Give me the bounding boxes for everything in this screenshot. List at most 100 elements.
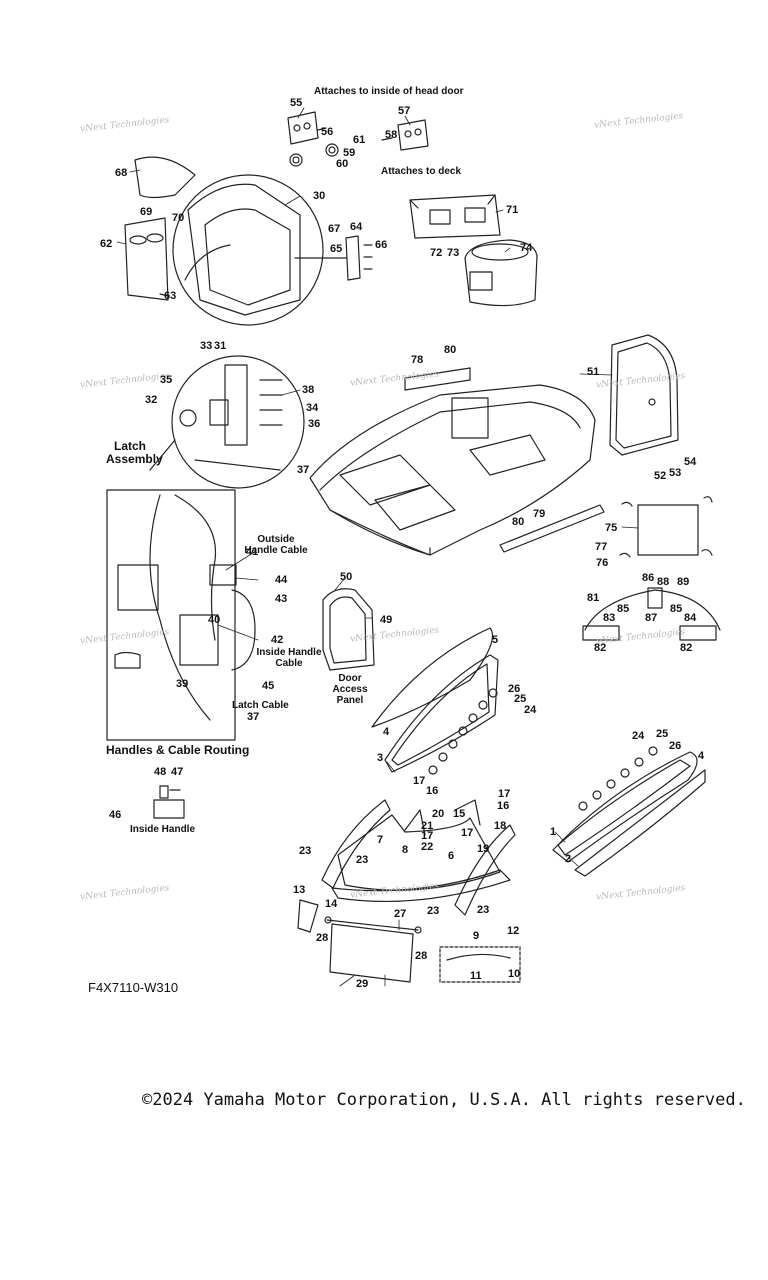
- callout-number: 66: [375, 239, 388, 251]
- callout-number: 45: [262, 680, 275, 692]
- callout-number: 38: [302, 384, 315, 396]
- callout-number: 81: [587, 592, 600, 604]
- callout-number: 35: [160, 374, 173, 386]
- callout-number: 23: [356, 854, 369, 866]
- callout-number: 16: [497, 800, 510, 812]
- callout-number: 15: [453, 808, 466, 820]
- callout-number: 52: [654, 470, 667, 482]
- callout-number: 59: [343, 147, 356, 159]
- callout-number: 32: [145, 394, 158, 406]
- callout-number: 88: [657, 576, 670, 588]
- part-79-strip: [499, 504, 605, 553]
- callout-number: 73: [447, 247, 460, 259]
- callout-number: 70: [172, 212, 185, 224]
- callout-number: 26: [508, 683, 521, 695]
- callout-number: 39: [176, 678, 189, 690]
- part-9-seal: [446, 953, 511, 961]
- callout-number: 53: [669, 467, 682, 479]
- callout-number: 22: [421, 841, 434, 853]
- callout-number: 65: [330, 243, 343, 255]
- callout-number: 17: [498, 788, 511, 800]
- part-74-portable-toilet: [464, 239, 538, 307]
- callout-number: 80: [444, 344, 457, 356]
- callout-number: 5: [492, 634, 499, 646]
- callout-number: 85: [617, 603, 630, 615]
- head-door-plates: [287, 111, 429, 167]
- callout-number: 9: [473, 930, 480, 942]
- callout-number: 58: [385, 129, 398, 141]
- callout-number: 12: [507, 925, 520, 937]
- callout-number: 47: [171, 766, 184, 778]
- callout-number: 17: [461, 827, 474, 839]
- left-windshield-panel: [371, 627, 499, 773]
- boat-hull-illustration: [309, 367, 596, 556]
- fastener-stack-left: [428, 688, 498, 775]
- callout-number: 24: [524, 704, 537, 716]
- callout-number: 43: [275, 593, 288, 605]
- leader-lines: [116, 107, 639, 987]
- callout-number: 37: [247, 711, 260, 723]
- console-detail-circle: [172, 174, 324, 326]
- callout-number: 79: [533, 508, 546, 520]
- diagram-code: F4X7110-W310: [88, 980, 179, 995]
- callout-number: 4: [698, 750, 705, 762]
- caption-latch-assembly: Latch Assembly: [106, 439, 163, 466]
- callout-number: 89: [677, 576, 690, 588]
- callout-number: 13: [293, 884, 306, 896]
- part-71-storage-box: [409, 194, 501, 239]
- caption-inside-handle: Inside Handle: [130, 824, 196, 835]
- callout-number: 82: [680, 642, 693, 654]
- callout-number: 86: [642, 572, 655, 584]
- caption-outside-handle-cable: Outside Handle Cable: [244, 534, 308, 556]
- callout-number: 17: [413, 775, 426, 787]
- callout-number: 61: [353, 134, 366, 146]
- part-62-cup-holder: [124, 217, 169, 301]
- callout-number: 46: [109, 809, 122, 821]
- callout-number: 36: [308, 418, 321, 430]
- callout-number: 24: [632, 730, 645, 742]
- part-75-panel: [619, 496, 713, 558]
- callout-number: 72: [430, 247, 443, 259]
- callout-number: 25: [656, 728, 669, 740]
- callout-number: 67: [328, 223, 341, 235]
- part-64-bracket: [294, 235, 373, 281]
- caption-deck: Attaches to deck: [381, 166, 462, 177]
- callout-number: 64: [350, 221, 363, 233]
- callout-number: 4: [383, 726, 390, 738]
- callout-number: 16: [426, 785, 439, 797]
- callout-number: 69: [140, 206, 153, 218]
- callout-number: 74: [520, 242, 533, 254]
- part-51-door-frame: [609, 334, 679, 456]
- callout-number: 10: [508, 968, 521, 980]
- handles-cable-routing-panel: [106, 489, 256, 741]
- part-49-door-access-panel: [322, 588, 375, 671]
- callout-number: 62: [100, 238, 113, 250]
- callout-number: 8: [402, 844, 409, 856]
- caption-latch-cable: Latch Cable: [232, 700, 289, 711]
- caption-door-access-panel: Door Access Panel: [332, 673, 368, 706]
- callout-number: 76: [596, 557, 609, 569]
- callout-number: 19: [477, 843, 490, 855]
- callout-number: 84: [684, 612, 697, 624]
- bottom-windshield-assembly: [297, 799, 516, 933]
- callout-number: 27: [394, 908, 407, 920]
- callout-number: 87: [645, 612, 658, 624]
- callout-number: 55: [290, 97, 303, 109]
- callout-number: 37: [297, 464, 310, 476]
- callout-number: 23: [299, 845, 312, 857]
- callout-number: 57: [398, 105, 411, 117]
- callout-number: 82: [594, 642, 607, 654]
- callout-number: 18: [494, 820, 507, 832]
- callout-number: 1: [550, 826, 557, 838]
- callout-number: 77: [595, 541, 608, 553]
- callout-number: 83: [603, 612, 616, 624]
- callout-number: 28: [415, 950, 428, 962]
- part-9-detail-box: [439, 946, 521, 983]
- callout-number: 51: [587, 366, 600, 378]
- callout-number: 63: [164, 290, 177, 302]
- callout-number: 23: [427, 905, 440, 917]
- callout-number: 21: [421, 820, 434, 832]
- callout-number: 48: [154, 766, 167, 778]
- callout-number: 11: [470, 970, 482, 982]
- callout-number: 29: [356, 978, 369, 990]
